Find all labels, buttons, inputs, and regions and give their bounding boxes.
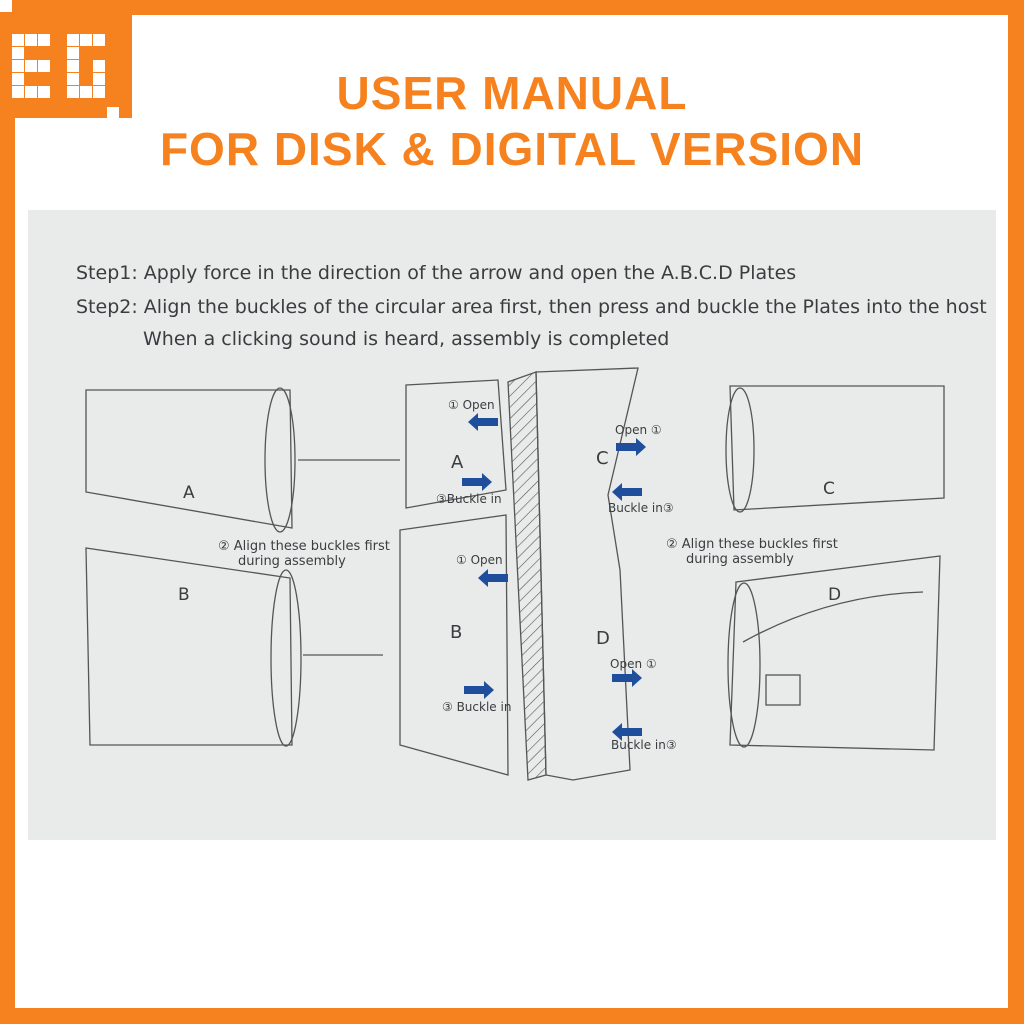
buckle-label-c: Buckle in③: [608, 501, 674, 515]
assembly-diagram: A B ② Align these buckles first during a…: [85, 367, 945, 781]
manual-photo: Step1: Apply force in the direction of t…: [28, 210, 996, 840]
title-line-1: USER MANUAL: [336, 67, 688, 119]
open-label-d: Open ①: [610, 657, 657, 671]
step2-text: Step2: Align the buckles of the circular…: [76, 296, 987, 318]
plate-a-drawing: A: [85, 387, 400, 533]
plate-b-label: B: [178, 585, 190, 605]
plate-d-label: D: [828, 585, 841, 605]
open-label-c: Open ①: [615, 423, 662, 437]
open-label-b: ① Open: [456, 553, 503, 567]
console-b-label: B: [450, 622, 462, 643]
plate-c-drawing: C: [725, 385, 945, 513]
buckle-label-b: ③ Buckle in: [442, 700, 511, 714]
align-note-left-2: during assembly: [238, 554, 346, 569]
buckle-label-a: ③Buckle in: [436, 492, 502, 506]
arrow-left-icon: [478, 569, 508, 587]
plate-b-drawing: B: [85, 547, 383, 747]
arrow-right-icon: [612, 669, 642, 687]
arrow-left-icon: [612, 483, 642, 501]
plate-a-label: A: [183, 483, 195, 503]
buckle-label-d: Buckle in③: [611, 738, 677, 752]
arrow-right-icon: [464, 681, 494, 699]
arrow-left-icon: [468, 413, 498, 431]
step2-continued: When a clicking sound is heard, assembly…: [143, 328, 670, 350]
arrow-right-icon: [462, 473, 492, 491]
open-label-a: ① Open: [448, 398, 495, 412]
console-d-label: D: [596, 628, 610, 649]
console-drawing: A B C D ① Open ③Buckle in ① Open ③ Buckl…: [399, 367, 677, 781]
plate-d-drawing: D: [727, 555, 941, 751]
title-line-2: FOR DISK & DIGITAL VERSION: [159, 123, 865, 175]
align-note-right-1: ② Align these buckles first: [666, 537, 838, 552]
step1-text: Step1: Apply force in the direction of t…: [76, 262, 797, 284]
eg-logo: [0, 0, 132, 131]
arrow-right-icon: [616, 438, 646, 456]
plate-c-label: C: [823, 479, 835, 499]
console-c-label: C: [596, 448, 609, 469]
align-note-right-2: during assembly: [686, 552, 794, 567]
arrow-left-icon: [612, 723, 642, 741]
console-a-label: A: [451, 452, 464, 473]
align-note-left-1: ② Align these buckles first: [218, 539, 390, 554]
